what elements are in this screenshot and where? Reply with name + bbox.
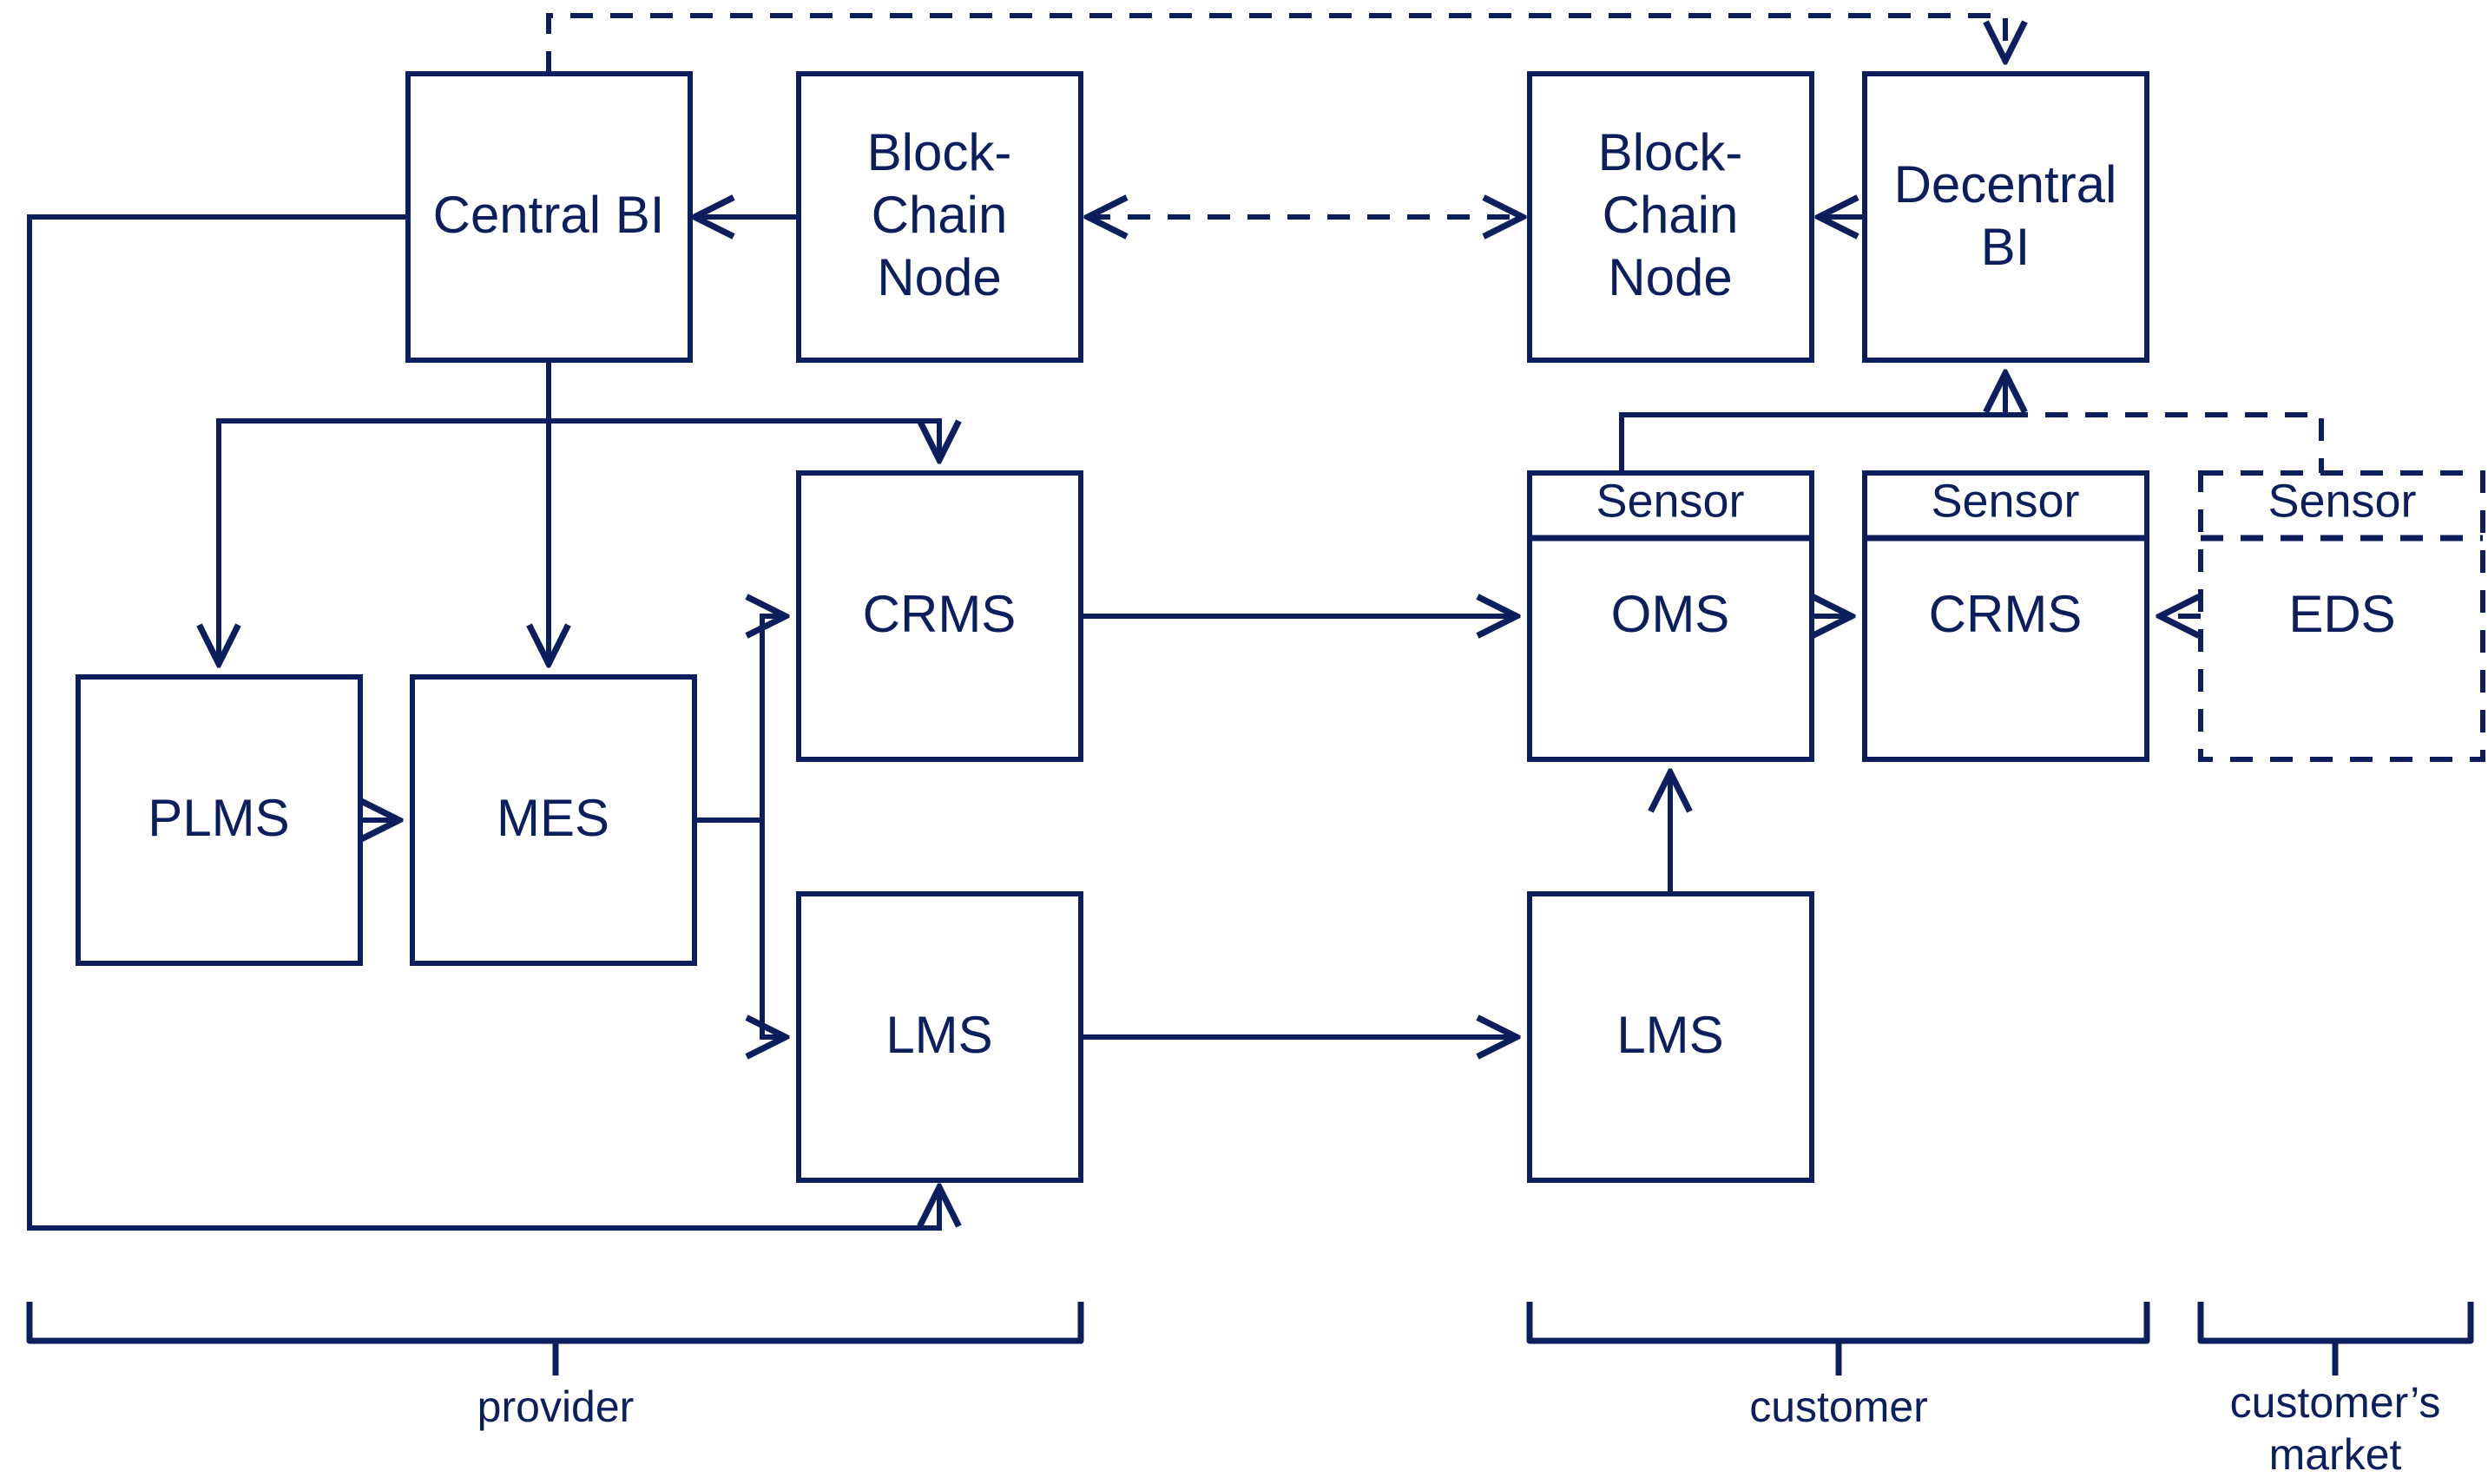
group-bracket-customers-market: customer’s market	[2197, 1302, 2474, 1479]
node-decentral-bi-label-1: Decentral	[1894, 155, 2117, 213]
node-decentral-bi[interactable]: Decentral BI	[1862, 71, 2149, 363]
group-bracket-provider: provider	[26, 1302, 1084, 1431]
group-label-customer: customer	[1749, 1382, 1928, 1431]
group-label-provider: provider	[477, 1382, 635, 1431]
node-provider-crms[interactable]: CRMS	[796, 470, 1083, 762]
connection-mes-to-lms	[762, 820, 786, 1037]
node-central-bi-label: Central BI	[433, 186, 665, 244]
group-bracket-customer: customer	[1526, 1302, 2150, 1431]
customers-market-nodes: Sensor EDS	[2198, 470, 2485, 762]
node-customer-oms-sensor-header: Sensor	[1596, 475, 1744, 527]
node-provider-blockchain-label-2: Chain	[872, 186, 1008, 244]
node-customer-lms[interactable]: LMS	[1527, 891, 1814, 1183]
group-brackets-layer: provider customer customer’s market	[26, 1302, 2474, 1479]
connection-central-bi-to-crms	[549, 418, 939, 460]
connection-central-bi-to-plms	[219, 418, 549, 664]
connection-oms-sensor-riser	[1619, 373, 2005, 473]
group-label-customers-market-line-1: customer’s	[2230, 1378, 2441, 1427]
node-provider-crms-label: CRMS	[863, 585, 1017, 643]
node-customer-crms-sensor-header: Sensor	[1931, 475, 2079, 527]
node-mes-label: MES	[497, 789, 609, 847]
node-customer-oms-label: OMS	[1611, 585, 1730, 643]
connection-mes-to-crms	[694, 616, 786, 823]
group-label-customers-market-line-2: market	[2269, 1430, 2402, 1479]
node-customer-blockchain[interactable]: Block- Chain Node	[1527, 71, 1814, 363]
connection-eds-sensor-branch	[2005, 412, 2324, 473]
node-customer-crms-label: CRMS	[1929, 585, 2083, 643]
node-plms-label: PLMS	[148, 789, 289, 847]
node-central-bi[interactable]: Central BI	[405, 71, 693, 363]
node-eds-sensor-header: Sensor	[2268, 475, 2416, 527]
node-provider-blockchain-label-1: Block-	[867, 123, 1012, 181]
node-customer-blockchain-label-3: Node	[1608, 248, 1732, 306]
node-mes[interactable]: MES	[410, 674, 697, 966]
node-provider-blockchain-label-3: Node	[877, 248, 1001, 306]
node-provider-blockchain[interactable]: Block- Chain Node	[796, 71, 1083, 363]
node-customer-blockchain-label-2: Chain	[1603, 186, 1739, 244]
node-provider-lms-label: LMS	[885, 1006, 992, 1064]
node-customer-blockchain-label-1: Block-	[1598, 123, 1743, 181]
node-plms[interactable]: PLMS	[76, 674, 363, 966]
node-customer-lms-label: LMS	[1616, 1006, 1723, 1064]
connection-central-bi-to-decentral-bi	[546, 13, 2005, 74]
customer-nodes: Block- Chain Node Decentral BI Sensor OM…	[1527, 71, 2149, 1183]
provider-nodes: Central BI Block- Chain Node PLMS MES CR…	[76, 71, 1083, 1183]
node-customer-oms[interactable]: Sensor OMS	[1527, 470, 1814, 762]
node-provider-lms[interactable]: LMS	[796, 891, 1083, 1183]
node-customer-crms[interactable]: Sensor CRMS	[1862, 470, 2149, 762]
node-decentral-bi-label-2: BI	[1981, 218, 2031, 276]
connection-central-bi-feedback-to-lms	[27, 214, 939, 1231]
connections-layer	[27, 13, 2324, 1231]
node-eds-label: EDS	[2288, 585, 2395, 643]
node-eds[interactable]: Sensor EDS	[2198, 470, 2485, 762]
